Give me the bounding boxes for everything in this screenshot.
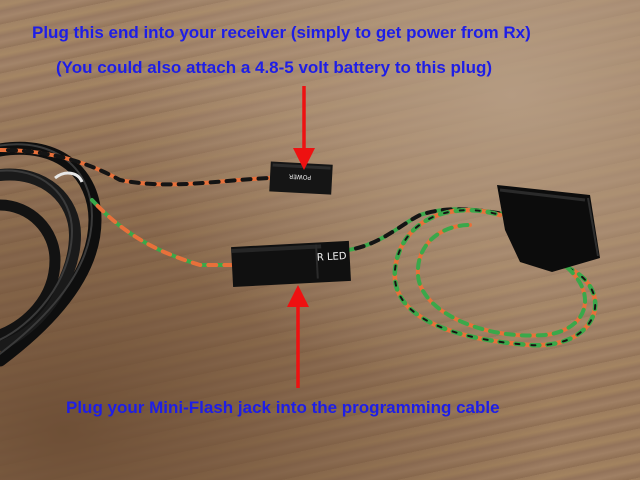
arrow-to-power-plug <box>293 86 315 170</box>
miniflash-instruction: Plug your Mini-Flash jack into the progr… <box>66 398 500 417</box>
rled-connector: R LED <box>231 240 351 288</box>
arrow-to-rled-connector <box>287 285 309 388</box>
twisted-lead-rled <box>90 198 242 267</box>
power-connector-label: POWER <box>289 172 312 180</box>
twisted-lead-power <box>0 148 272 187</box>
programming-module <box>497 185 600 272</box>
twisted-wire-loop <box>392 207 598 348</box>
black-cable-coil <box>0 141 102 367</box>
power-connector: POWER <box>269 161 333 195</box>
zip-tie <box>54 171 84 183</box>
receiver-instruction-line2: (You could also attach a 4.8-5 volt batt… <box>56 58 493 77</box>
receiver-instruction-line1: Plug this end into your receiver (simply… <box>32 23 531 42</box>
rled-connector-label: R LED <box>317 251 348 264</box>
